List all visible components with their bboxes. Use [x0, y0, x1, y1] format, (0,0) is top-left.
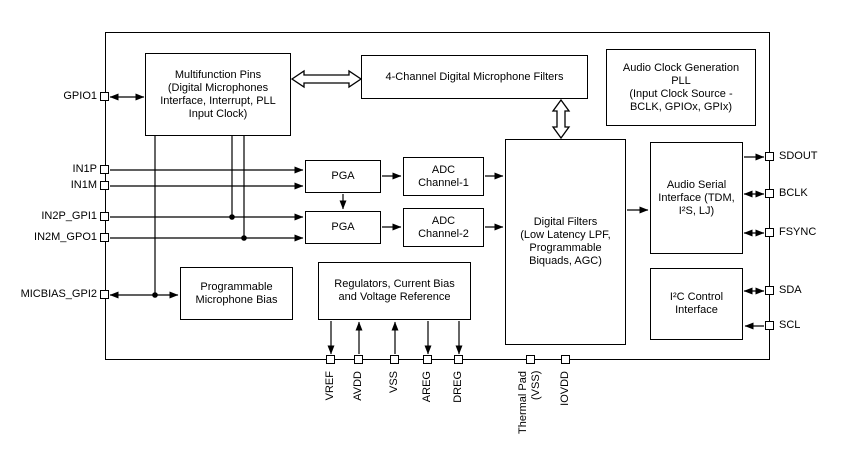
pin-areg [423, 355, 432, 364]
pin-vref [326, 355, 335, 364]
pin-label-sda: SDA [779, 284, 802, 296]
pin-avdd [354, 355, 363, 364]
pin-label-micbias-gpi2: MICBIAS_GPI2 [20, 288, 97, 300]
pin-label-sdout: SDOUT [779, 150, 818, 162]
pin-in2m-gpo1 [100, 233, 109, 242]
pin-in1p [100, 165, 109, 174]
pin-in1m [100, 181, 109, 190]
pin-label-avdd: AVDD [352, 371, 364, 401]
pin-label-dreg: DREG [452, 371, 464, 403]
block-dmic-filters: 4-Channel Digital Microphone Filters [361, 55, 588, 99]
pin-iovdd [561, 355, 570, 364]
pin-label-scl: SCL [779, 319, 801, 331]
pin-sdout [765, 152, 774, 161]
block-mic-bias: Programmable Microphone Bias [180, 267, 293, 320]
pin-thermal-pad [526, 355, 535, 364]
pin-label-in1m: IN1M [70, 179, 97, 191]
block-i2c-interface: I²C Control Interface [650, 268, 743, 340]
pin-bclk [765, 189, 774, 198]
pin-label-fsync: FSYNC [779, 226, 817, 238]
signal-wires [109, 93, 765, 355]
block-multifunction-pins: Multifunction Pins (Digital Microphones … [145, 53, 291, 136]
block-audio-clock-pll: Audio Clock Generation PLL (Input Clock … [606, 49, 756, 126]
block-regulators: Regulators, Current Bias and Voltage Ref… [318, 262, 471, 320]
block-pga2: PGA [305, 211, 381, 244]
pin-label-bclk: BCLK [779, 187, 808, 199]
pin-micbias-gpi2 [100, 290, 109, 299]
block-audio-serial-interface: Audio Serial Interface (TDM, I²S, LJ) [650, 142, 743, 254]
pin-label-in1p: IN1P [72, 163, 97, 175]
block-adc-channel-1: ADC Channel-1 [403, 157, 484, 196]
pin-gpio1 [100, 92, 109, 101]
pin-vss [390, 355, 399, 364]
pin-fsync [765, 228, 774, 237]
block-pga1: PGA [305, 160, 381, 193]
bus-arrow-dmf-df [551, 98, 571, 140]
pin-in2p-gpi1 [100, 212, 109, 221]
pin-label-gpio1: GPIO1 [63, 90, 97, 102]
pin-label-in2m-gpo1: IN2M_GPO1 [34, 231, 97, 243]
junction-dots [152, 214, 247, 298]
pin-label-thermal-pad: Thermal Pad (VSS) [517, 371, 542, 434]
pin-label-areg: AREG [421, 371, 433, 403]
pin-label-iovdd: IOVDD [559, 371, 571, 406]
bus-arrow-mf-dmf [290, 69, 363, 89]
block-digital-filters: Digital Filters (Low Latency LPF, Progra… [505, 139, 626, 345]
pin-scl [765, 321, 774, 330]
pin-sda [765, 286, 774, 295]
pin-label-in2p-gpi1: IN2P_GPI1 [41, 210, 97, 222]
block-adc-channel-2: ADC Channel-2 [403, 208, 484, 247]
pin-label-vss: VSS [388, 371, 400, 394]
pin-dreg [454, 355, 463, 364]
pin-label-vref: VREF [324, 371, 336, 401]
